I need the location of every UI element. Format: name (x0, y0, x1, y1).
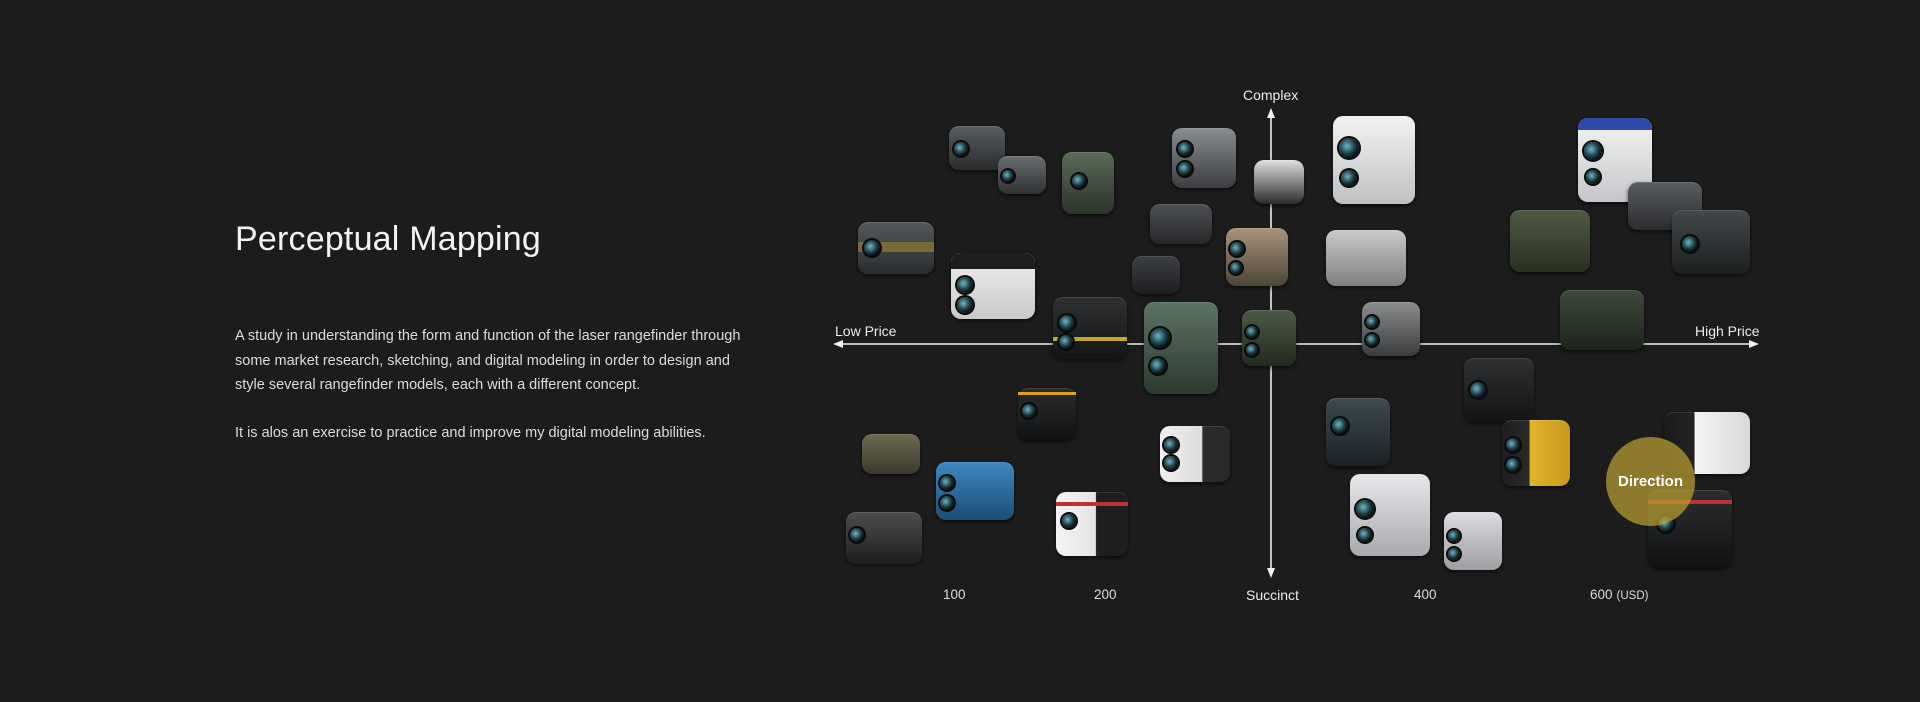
rangefinder-image (1333, 116, 1415, 204)
rangefinder-image (1242, 310, 1296, 366)
rangefinder-image (951, 253, 1035, 319)
rangefinder-image (858, 222, 934, 274)
page-title: Perceptual Mapping (235, 220, 542, 258)
rangefinder-image (1172, 128, 1236, 188)
rangefinder-image (949, 126, 1005, 170)
rangefinder-image (936, 462, 1014, 520)
rangefinder-image (862, 434, 920, 474)
price-tick-400: 400 (1414, 587, 1437, 602)
direction-badge: Direction (1606, 437, 1695, 526)
rangefinder-image (1672, 210, 1750, 274)
rangefinder-image (1056, 492, 1128, 556)
rangefinder-image (1362, 302, 1420, 356)
rangefinder-image (1502, 420, 1570, 486)
rangefinder-image (1144, 302, 1218, 394)
rangefinder-image (1254, 160, 1304, 204)
price-tick-200: 200 (1094, 587, 1117, 602)
rangefinder-image (1464, 358, 1534, 422)
rangefinder-image (1160, 426, 1230, 482)
axis-label-low-price: Low Price (835, 323, 897, 339)
axis-label-complex: Complex (1243, 87, 1299, 103)
rangefinder-image (1132, 256, 1180, 294)
rangefinder-image (1150, 204, 1212, 244)
price-tick-600-value: 600 (1590, 587, 1613, 602)
rangefinder-image (1326, 230, 1406, 286)
rangefinder-image (1444, 512, 1502, 570)
arrow-up-icon (1267, 108, 1275, 118)
intro-note: It is alos an exercise to practice and i… (235, 425, 706, 441)
axis-label-high-price: High Price (1695, 323, 1760, 339)
price-tick-600: 600(USD) (1590, 587, 1648, 602)
price-unit: (USD) (1616, 590, 1649, 602)
rangefinder-image (1510, 210, 1590, 272)
intro-paragraph: A study in understanding the form and fu… (235, 328, 741, 393)
rangefinder-image (846, 512, 922, 564)
rangefinder-image (1062, 152, 1114, 214)
arrow-left-icon (833, 340, 843, 348)
rangefinder-image (1560, 290, 1644, 350)
arrow-right-icon (1749, 340, 1759, 348)
rangefinder-image (1053, 297, 1127, 359)
price-tick-100: 100 (943, 587, 966, 602)
rangefinder-image (1018, 388, 1076, 440)
rangefinder-image (998, 156, 1046, 194)
rangefinder-image (1578, 118, 1652, 202)
rangefinder-image (1350, 474, 1430, 556)
arrow-down-icon (1267, 568, 1275, 578)
rangefinder-image (1226, 228, 1288, 286)
axis-label-succinct: Succinct (1246, 587, 1299, 603)
rangefinder-image (1326, 398, 1390, 466)
